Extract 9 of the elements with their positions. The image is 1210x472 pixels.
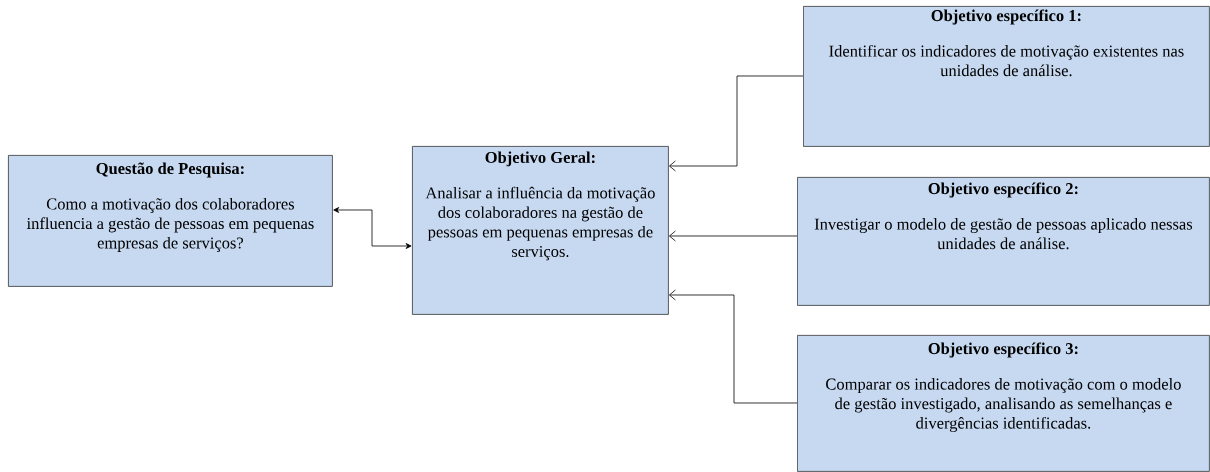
text-box: Objetivo específico 1: Identificar os indicadores de motivação existentes nas unidades de análise.: [803, 6, 1210, 147]
text-box: Questão de Pesquisa: Como a motivação dos colaboradores influencia a gestão de pessoas em pequenas empresas de serviços?: [8, 155, 333, 287]
text-box: Objetivo Geral: Analisar a influência da motivação dos colaboradores na gestão de pessoas em pequenas empresas de serviços.: [412, 146, 669, 315]
text-box: Objetivo específico 2: Investigar o modelo de gestão de pessoas aplicado nessas unidades de análise.: [797, 177, 1210, 306]
arrow: [669, 289, 798, 404]
arrow: [669, 230, 798, 242]
text-box: Objetivo específico 3: Comparar os indicadores de motivação com o modelo de gestão investigado, analisando as semelhanças e divergências identificadas.: [797, 335, 1210, 472]
arrow: [669, 75, 804, 172]
arrow: [333, 207, 412, 249]
